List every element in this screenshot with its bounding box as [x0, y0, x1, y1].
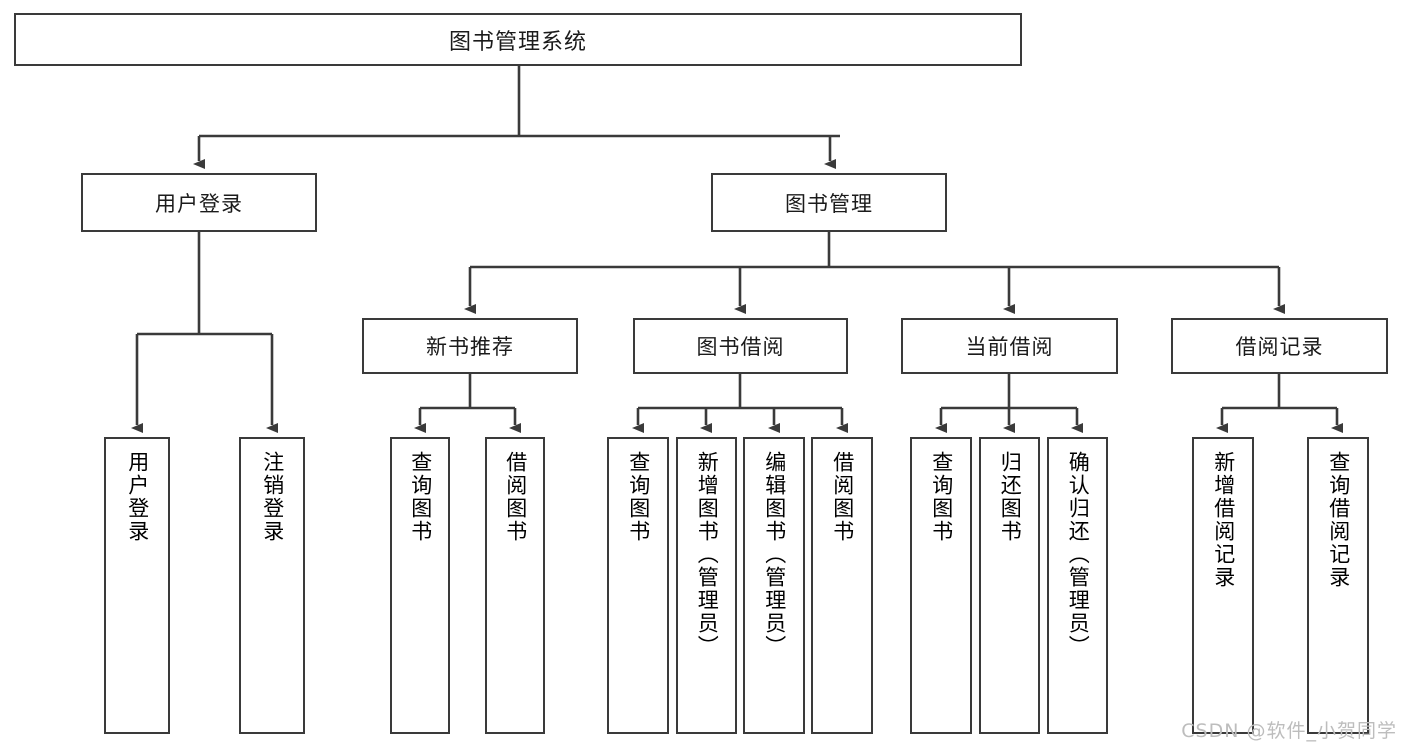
node-current-borrow[interactable]: 当前借阅	[901, 318, 1118, 374]
node-borrow-record[interactable]: 借阅记录	[1171, 318, 1388, 374]
leaf-label: 注销登录	[260, 451, 285, 543]
leaf-label: 查询图书	[929, 451, 954, 543]
leaf-user-login-login[interactable]: 用户登录	[104, 437, 170, 734]
leaf-borrow-query-book[interactable]: 查询图书	[607, 437, 669, 734]
node-book-management[interactable]: 图书管理	[711, 173, 947, 232]
node-root-system[interactable]: 图书管理系统	[14, 13, 1022, 66]
leaf-label: 归还图书	[998, 451, 1023, 543]
leaf-label: 新增借阅记录	[1211, 451, 1236, 589]
leaf-user-login-logout[interactable]: 注销登录	[239, 437, 305, 734]
leaf-new-book-query[interactable]: 查询图书	[390, 437, 450, 734]
node-new-book-recommend[interactable]: 新书推荐	[362, 318, 578, 374]
leaf-label: 确认归还（管理员）	[1066, 451, 1091, 658]
leaf-label: 编辑图书（管理员）	[762, 451, 787, 658]
leaf-label: 借阅图书	[830, 451, 855, 543]
leaf-current-return-book[interactable]: 归还图书	[979, 437, 1040, 734]
leaf-borrow-add-book[interactable]: 新增图书（管理员）	[676, 437, 737, 734]
leaf-label: 查询图书	[626, 451, 651, 543]
leaf-borrow-borrow-book[interactable]: 借阅图书	[811, 437, 873, 734]
watermark: CSDN @软件_小贺同学	[1181, 720, 1397, 742]
node-book-borrow[interactable]: 图书借阅	[633, 318, 848, 374]
node-user-login[interactable]: 用户登录	[81, 173, 317, 232]
leaf-label: 查询图书	[408, 451, 433, 543]
leaf-record-query[interactable]: 查询借阅记录	[1307, 437, 1369, 734]
leaf-label: 用户登录	[125, 451, 150, 543]
leaf-current-query-book[interactable]: 查询图书	[910, 437, 972, 734]
leaf-label: 新增图书（管理员）	[695, 451, 720, 658]
leaf-label: 查询借阅记录	[1326, 451, 1351, 589]
leaf-current-confirm-return[interactable]: 确认归还（管理员）	[1047, 437, 1108, 734]
leaf-new-book-borrow[interactable]: 借阅图书	[485, 437, 545, 734]
leaf-label: 借阅图书	[503, 451, 528, 543]
leaf-borrow-edit-book[interactable]: 编辑图书（管理员）	[743, 437, 805, 734]
leaf-record-add[interactable]: 新增借阅记录	[1192, 437, 1254, 734]
